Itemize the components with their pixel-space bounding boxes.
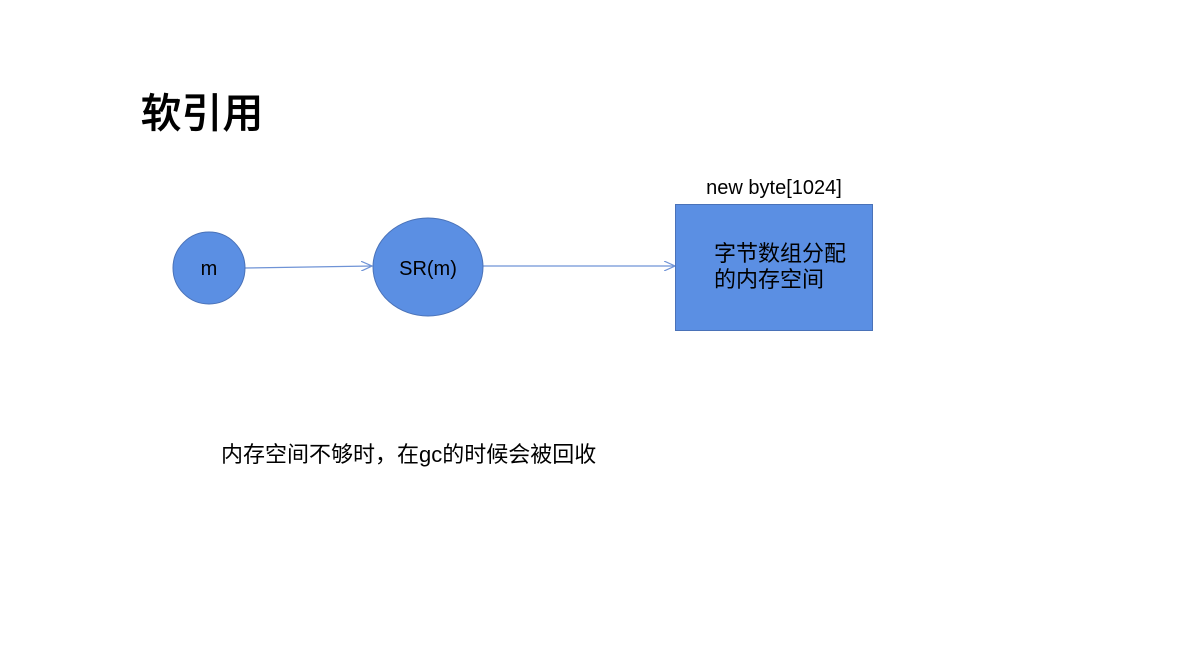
node-byte-array: 字节数组分配 的内存空间 — [675, 204, 873, 331]
node-sr-ellipse — [372, 217, 484, 317]
node-m-label: m — [201, 258, 218, 280]
slide-title: 软引用 — [141, 92, 264, 136]
node-m-circle — [172, 231, 246, 305]
byte-array-rect — [675, 204, 873, 331]
arrow-m-to-sr — [244, 266, 372, 268]
node-m: m — [172, 231, 246, 305]
box-type-label: new byte[1024] — [706, 177, 842, 199]
node-sr: SR(m) — [372, 217, 484, 317]
byte-array-text-line-2: 的内存空间 — [714, 268, 824, 293]
byte-array-text-line-1: 字节数组分配 — [714, 242, 846, 267]
node-sr-label: SR(m) — [399, 258, 457, 280]
caption-text: 内存空间不够时，在gc的时候会被回收 — [221, 442, 597, 467]
